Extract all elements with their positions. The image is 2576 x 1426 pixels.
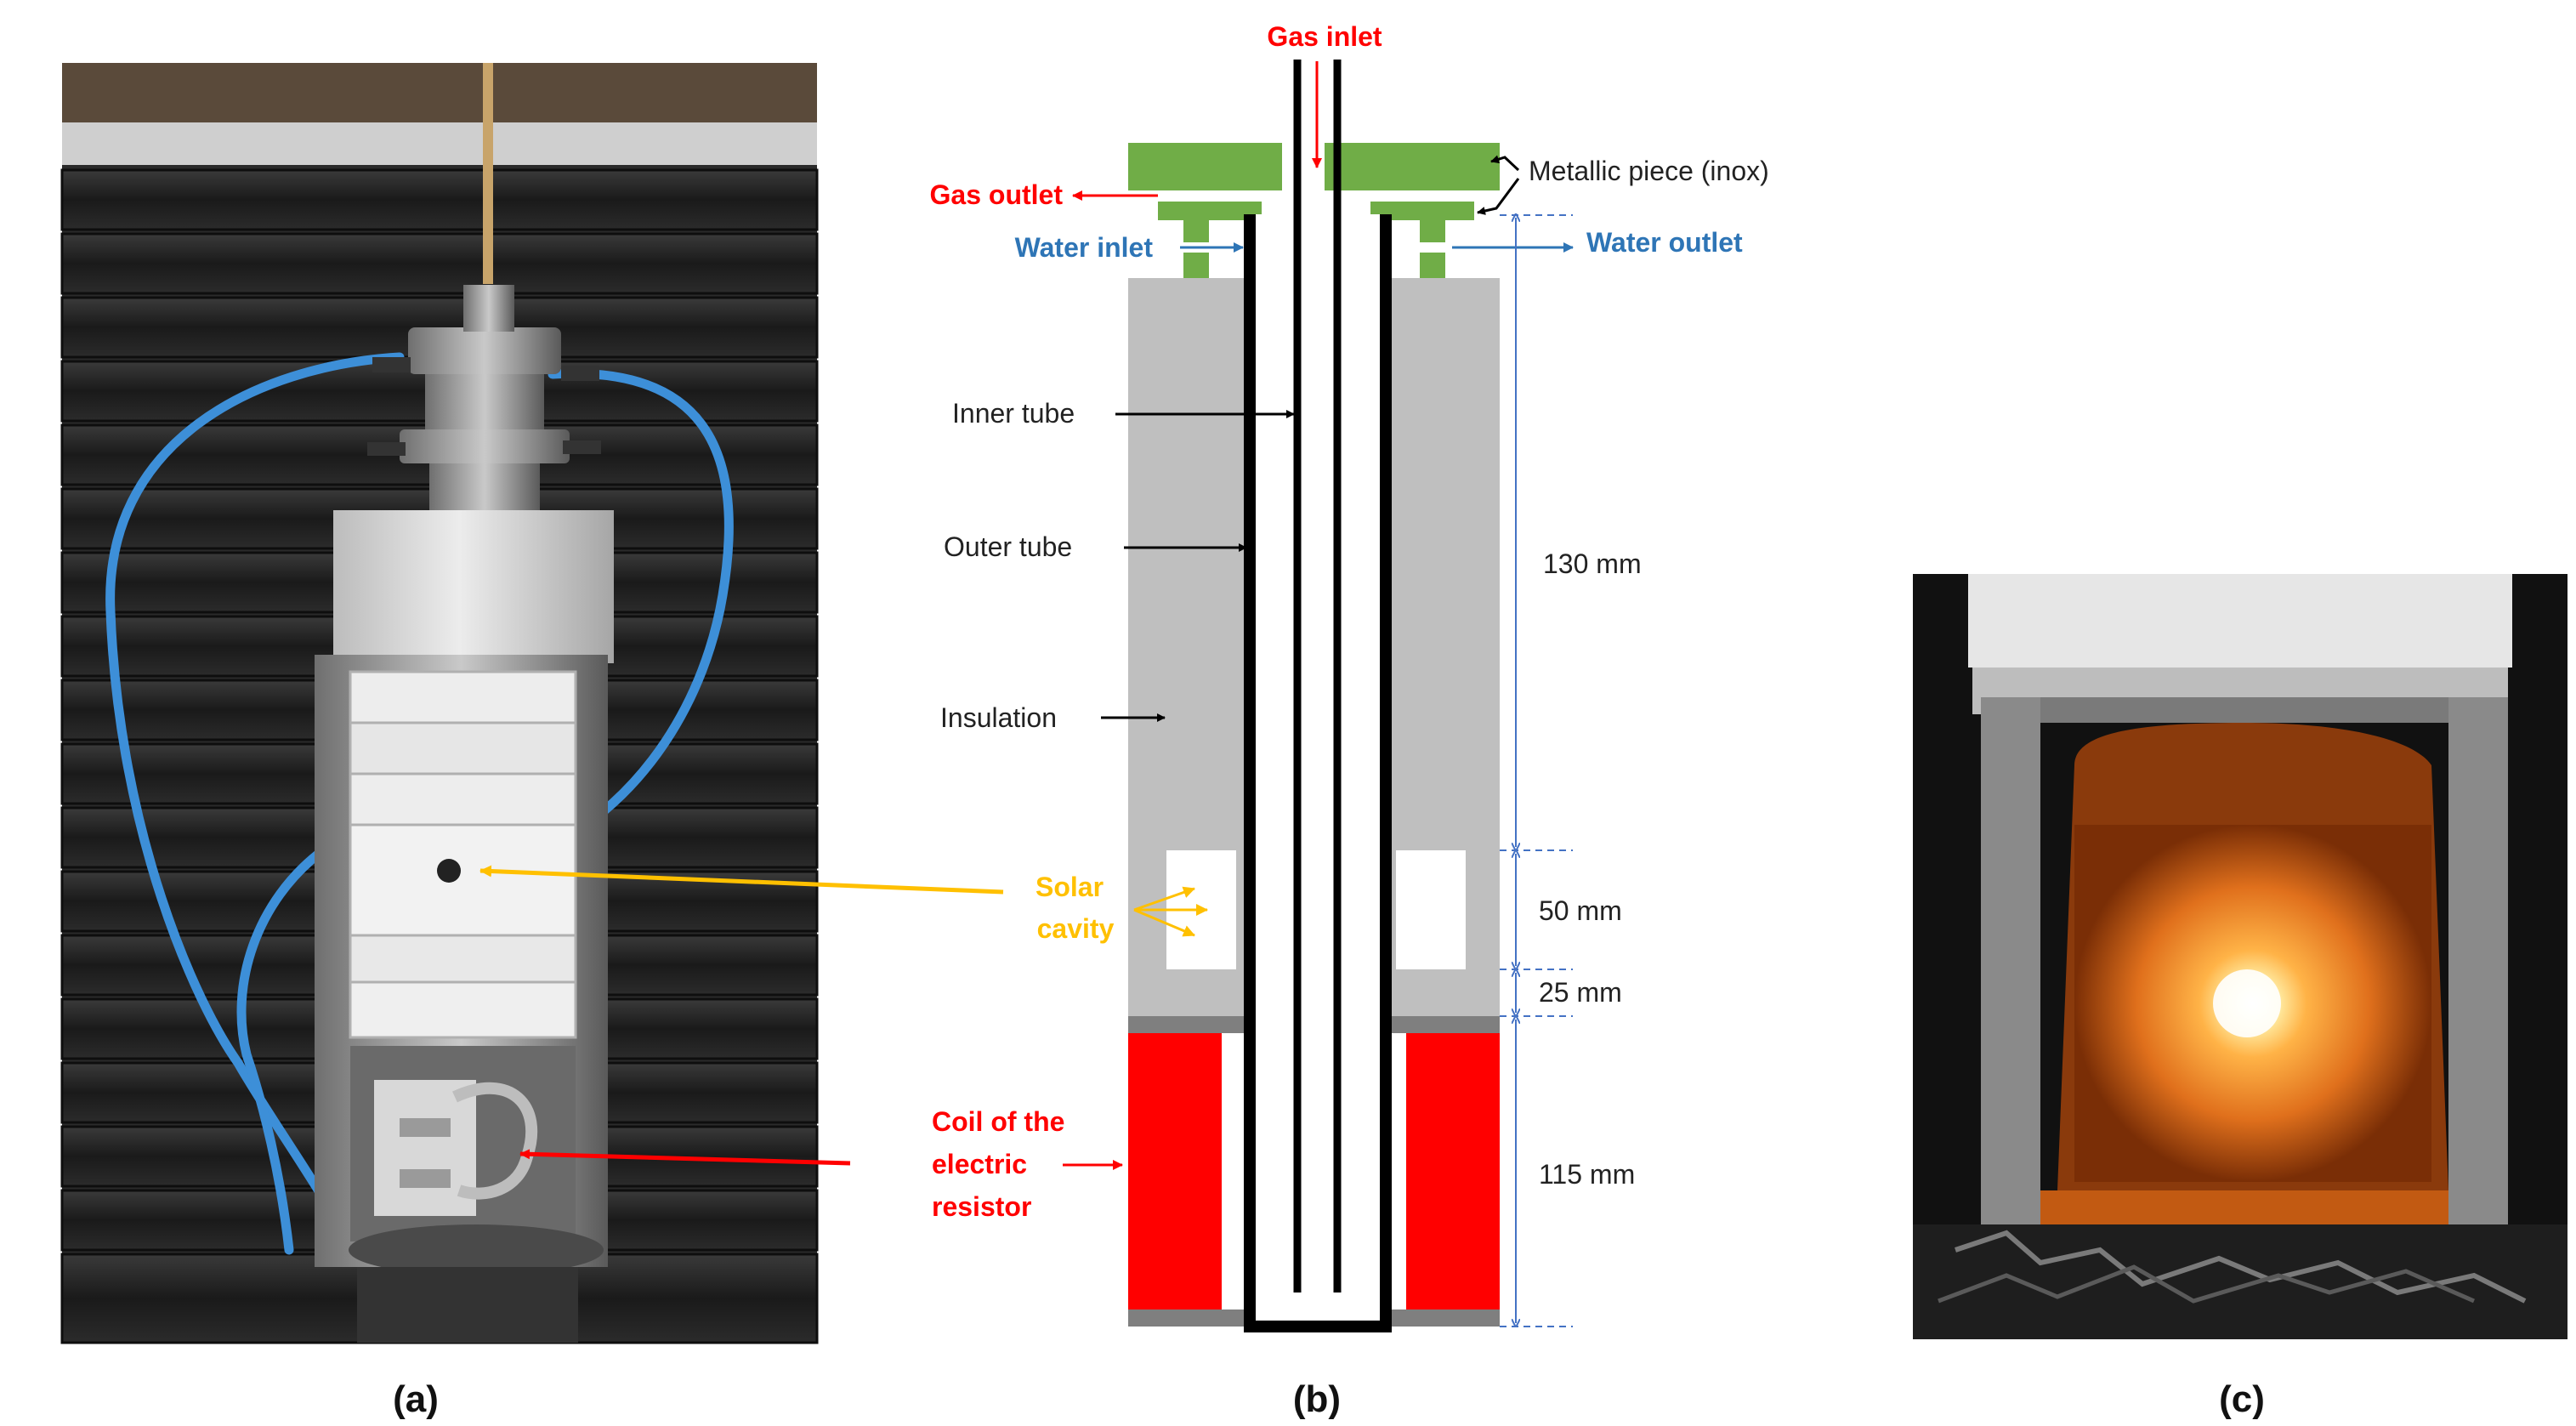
coil-pointer [519,1149,851,1166]
metallic-pointer-upper [1490,155,1520,172]
dimension-lines [1500,215,1573,1327]
flange-right [1370,202,1474,220]
label-coil-line2: electric [932,1149,1027,1179]
cavity-aperture [437,859,461,883]
label-insulation: Insulation [940,702,1057,733]
label-solar: Solar [1036,872,1104,902]
photo-solar-cavity-glow [1913,574,2567,1339]
label-water-outlet: Water outlet [1586,227,1743,258]
label-water-inlet: Water inlet [1015,232,1154,263]
insulation-rings [349,670,577,1039]
resistor-compartment [349,1046,604,1275]
stand-base [357,1267,578,1343]
resistor-right [1406,1033,1500,1310]
label-outer-tube: Outer tube [944,531,1072,562]
caption-c: (c) [2219,1378,2265,1420]
label-coil-line1: Coil of the [932,1106,1064,1137]
gas-inlet-rod [483,63,493,284]
caption-a: (a) [393,1378,439,1420]
solar-cavity-pointer [479,865,1004,895]
label-cavity: cavity [1037,913,1115,944]
flange-left [1158,202,1262,220]
metallic-pointer-lower [1477,178,1520,215]
caption-b: (b) [1293,1378,1341,1420]
outer-tube [1244,214,1392,1332]
blue-water-hoses [105,352,734,1264]
dim-130mm: 130 mm [1543,548,1642,579]
dim-115mm: 115 mm [1539,1159,1635,1190]
label-gas-inlet: Gas inlet [1267,21,1382,52]
label-inner-tube: Inner tube [952,398,1075,429]
reactor-schematic: Gas inlet Gas outlet Water inlet Water o… [930,21,1769,1332]
dim-25mm: 25 mm [1539,977,1622,1008]
dim-50mm: 50 mm [1539,895,1622,926]
label-metallic-piece: Metallic piece (inox) [1529,156,1769,186]
label-coil-line3: resistor [932,1191,1031,1222]
label-gas-outlet: Gas outlet [930,179,1064,210]
solar-cavity-arrows [1133,886,1208,937]
photo-reactor-assembly [60,63,819,1344]
insulation-cylinder [333,510,614,663]
solar-cavity-right [1396,850,1466,969]
resistor-left [1128,1033,1222,1310]
